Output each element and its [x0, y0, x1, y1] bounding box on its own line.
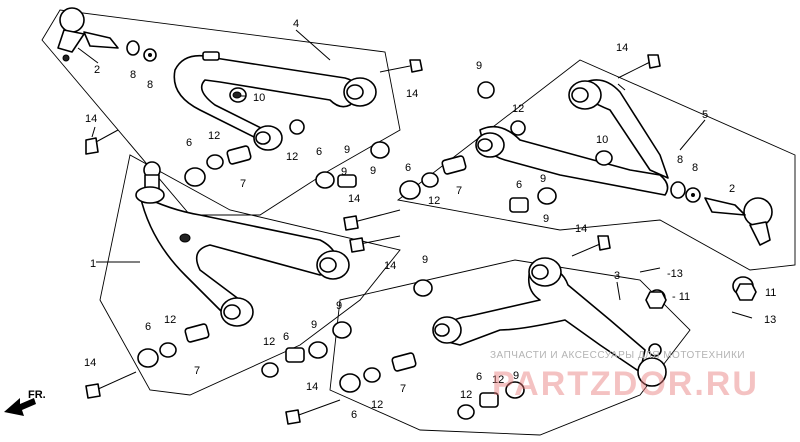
- callout-14: 14: [384, 260, 396, 272]
- direction-label: FR.: [28, 389, 46, 401]
- callout-12: 12: [371, 399, 383, 411]
- callout-12: 12: [208, 130, 220, 142]
- callout-9: 9: [476, 60, 482, 72]
- callout-9: 9: [543, 213, 549, 225]
- callout-5: 5: [702, 109, 708, 121]
- callout-6: 6: [351, 409, 357, 421]
- bolt-upper-right: [343, 54, 661, 253]
- lower-arm-left: [135, 161, 350, 327]
- upper-arm-left: [173, 51, 377, 151]
- callout-6: 6: [283, 331, 289, 343]
- bolt-upper-left: [85, 59, 423, 155]
- callout-9: 9: [540, 173, 546, 185]
- callout-12: 12: [512, 103, 524, 115]
- callout-14: 14: [306, 381, 318, 393]
- callout-11: - 11: [672, 291, 690, 303]
- callout-14: 14: [406, 88, 418, 100]
- bushing-set-lower-left: [137, 321, 352, 378]
- group-outline-1: [99, 154, 401, 396]
- callout-12: 12: [286, 151, 298, 163]
- front-direction-arrow: FR.: [4, 389, 46, 416]
- callout-14: 14: [348, 193, 360, 205]
- callout-9: 9: [344, 144, 350, 156]
- ball-joint-right: [670, 181, 773, 246]
- callout-2: 2: [729, 183, 735, 195]
- callout-9: 9: [422, 254, 428, 266]
- callout-6: 6: [476, 371, 482, 383]
- callout-9: 9: [513, 370, 519, 382]
- callout-14: 14: [616, 42, 628, 54]
- callout-12: 12: [492, 374, 504, 386]
- ball-joint-left: [57, 7, 157, 62]
- callout-8: 8: [692, 162, 698, 174]
- lower-arm-right: [432, 257, 667, 387]
- callout-14: 14: [85, 113, 97, 125]
- callout-8: 8: [147, 79, 153, 91]
- callout-13: -13: [667, 268, 683, 280]
- callout-7: 7: [400, 383, 406, 395]
- callout-1: 1: [90, 258, 96, 270]
- callout-9: 9: [311, 319, 317, 331]
- leader-lines: [77, 29, 706, 301]
- callout-7: 7: [240, 178, 246, 190]
- callout-6: 6: [405, 162, 411, 174]
- callout-10: 10: [596, 134, 608, 146]
- callout-8: 8: [677, 154, 683, 166]
- callout-12: 12: [428, 195, 440, 207]
- callout-9: 9: [370, 165, 376, 177]
- callout-14: 14: [84, 357, 96, 369]
- callout-6: 6: [186, 137, 192, 149]
- bushing-set-upper-right: [399, 81, 613, 213]
- bushing-set-upper-left: [184, 87, 390, 189]
- callout-10: 10: [253, 92, 265, 104]
- callout-6: 6: [145, 321, 151, 333]
- callout-13: 13: [764, 314, 776, 326]
- callout-14: 14: [575, 223, 587, 235]
- group-outline-5: [396, 59, 796, 271]
- callout-labels: 1 2 2 3 4 5 6 6 6 6 6 6 6 6 7 7 7 7 8 8 …: [84, 18, 776, 421]
- callout-6: 6: [516, 179, 522, 191]
- callout-7: 7: [194, 365, 200, 377]
- callout-12: 12: [460, 389, 472, 401]
- callout-8: 8: [130, 69, 136, 81]
- callout-7: 7: [456, 185, 462, 197]
- callout-4: 4: [293, 18, 299, 30]
- callout-6: 6: [316, 146, 322, 158]
- nut-and-pin: [645, 283, 757, 309]
- callout-11: 11: [765, 287, 776, 299]
- upper-arm-right: [475, 79, 669, 196]
- callout-9: 9: [341, 166, 347, 178]
- bolt-lower-right: [285, 235, 753, 425]
- bolt-lower-left: [85, 371, 137, 399]
- callout-12: 12: [164, 314, 176, 326]
- watermark-logo: PARTZDOR.RU: [492, 365, 759, 403]
- watermark: ЗАПЧАСТИ И АКСЕССУАРЫ ДЛЯ МОТОТЕХНИКИ PA…: [490, 350, 759, 403]
- callout-12: 12: [263, 336, 275, 348]
- watermark-tagline: ЗАПЧАСТИ И АКСЕССУАРЫ ДЛЯ МОТОТЕХНИКИ: [490, 350, 745, 361]
- callout-3: 3: [614, 270, 620, 282]
- callout-2: 2: [94, 64, 100, 76]
- callout-9: 9: [336, 300, 342, 312]
